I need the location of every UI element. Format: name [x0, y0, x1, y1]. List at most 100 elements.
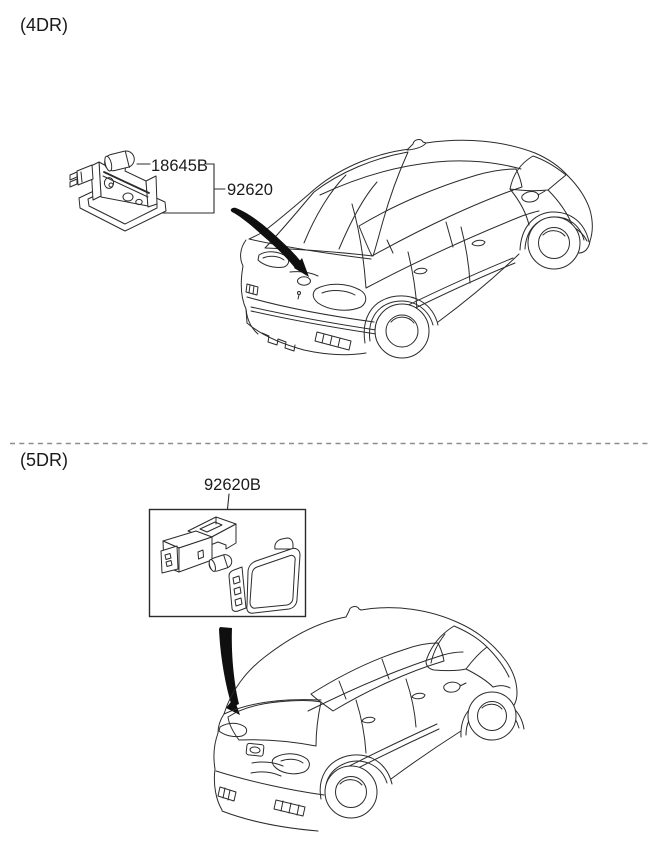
roof-silhouette [223, 606, 518, 715]
mirror-stem [537, 190, 546, 196]
leader-line [226, 493, 230, 510]
tail-lamp [312, 283, 367, 311]
trunk-badge [297, 276, 311, 286]
lamp-boss [135, 198, 143, 206]
wheel-rim [335, 776, 367, 808]
part-code-92620B[interactable]: 92620B [204, 476, 261, 494]
vehicle-hatchback-5dr [213, 606, 525, 832]
roof-front [425, 139, 569, 177]
section-4dr: (4DR) [20, 15, 593, 359]
bumper-bottom [245, 308, 367, 356]
lens-panel [246, 547, 301, 614]
reflector [245, 283, 259, 296]
wheel-arch [519, 211, 590, 251]
nose-line [486, 646, 510, 678]
b-pillar [381, 658, 390, 680]
bulb-5dr [208, 554, 233, 572]
bracket-window [199, 521, 223, 533]
bulb-end-cap [104, 155, 113, 172]
lens-tab [274, 537, 294, 550]
bulb-seam [223, 554, 229, 569]
lamp-connector-tab [76, 164, 94, 186]
connector-pin [165, 560, 173, 567]
bumper-strip [250, 306, 377, 331]
door-handle [413, 267, 428, 275]
body-lower-edge [437, 253, 520, 323]
mirror-stem [459, 682, 467, 687]
part-code-92620[interactable]: 92620 [227, 181, 273, 199]
door-handle [411, 692, 426, 700]
vehicle-sedan-4dr [240, 139, 593, 359]
connector-socket [160, 545, 179, 574]
beltline [307, 651, 464, 712]
reflector [217, 786, 237, 802]
reflector-hatch [248, 284, 255, 295]
lamp-channel-line [103, 171, 150, 194]
body-lower-edge [390, 730, 462, 780]
trunk-keyhole [297, 291, 301, 295]
fog-trim-hatch [321, 333, 341, 348]
rear-glass [227, 700, 322, 747]
lamp-assembly-4dr [69, 150, 167, 232]
antenna-fin [406, 139, 427, 151]
bumper-bottom [221, 810, 319, 832]
tire [324, 765, 378, 819]
tail-lamp [218, 722, 248, 738]
part-box [148, 508, 307, 618]
arrow-head [294, 258, 309, 277]
tire [374, 303, 430, 359]
lamp-boss-hole [108, 182, 114, 188]
window-divider [386, 239, 394, 254]
lamp-boss [103, 177, 115, 189]
c-pillar-line [351, 203, 367, 289]
hub-arc [390, 316, 415, 324]
side-mirror [443, 681, 461, 693]
arrow-head [226, 698, 240, 715]
wheel-rim [538, 227, 570, 259]
side-window-band [358, 168, 523, 257]
rear-left-edge [213, 713, 225, 811]
beltline [365, 210, 540, 289]
variant-label-4dr: (4DR) [20, 15, 68, 35]
lens-inner [249, 554, 296, 609]
variant-label-5dr: (5DR) [20, 450, 68, 470]
section-5dr: (5DR) 92620B [20, 450, 525, 832]
part-code-18645B[interactable]: 18645B [151, 157, 208, 175]
clip-square [232, 575, 241, 585]
glass-crease [338, 181, 378, 250]
wheel-rim [477, 701, 507, 731]
rear-left-edge [240, 239, 259, 335]
tail-lamp-inner [262, 255, 285, 261]
reflector-hatch [222, 787, 231, 801]
hub-arc [339, 779, 363, 786]
hub-arc [481, 703, 503, 710]
door-seam [460, 226, 471, 284]
reflector [273, 799, 306, 817]
tail-lamp [257, 251, 290, 268]
glass-crease [303, 174, 347, 244]
window-divider [338, 680, 347, 700]
rear-glass [264, 151, 409, 257]
door-seam [407, 251, 418, 311]
windshield-crease [430, 633, 446, 664]
location-arrow-5dr [219, 627, 240, 715]
windshield [425, 625, 488, 672]
callout-leaders-4dr [136, 163, 226, 214]
side-window-band [310, 642, 445, 712]
diffuser-teeth [261, 332, 296, 352]
door-handle [471, 239, 486, 247]
badge-logo [249, 746, 261, 754]
tail-lamp-inner [280, 758, 304, 764]
housing-slot [197, 549, 204, 560]
bumper-top [246, 296, 375, 323]
bumper-strip [250, 310, 377, 335]
wheel-arch [363, 295, 439, 344]
deck-edge [248, 231, 372, 260]
front-face-line [492, 685, 511, 689]
bumper-top [215, 770, 325, 796]
wheel-rim [385, 314, 419, 348]
lens-clip-strip [228, 566, 247, 612]
hub-arc [542, 230, 566, 237]
tire [467, 691, 517, 741]
